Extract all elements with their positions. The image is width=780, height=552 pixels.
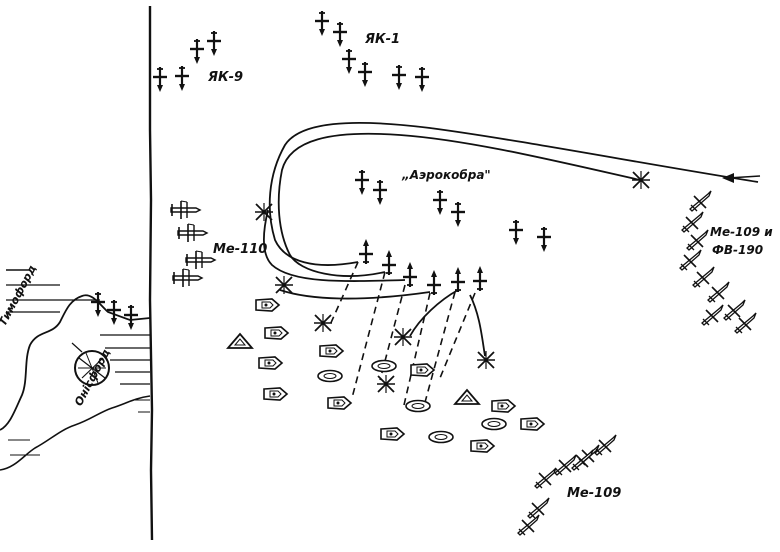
attacking-fighters — [357, 237, 489, 297]
me110-group — [170, 200, 216, 288]
label-me109: Ме-109 — [567, 486, 622, 501]
label-yak1: ЯК-1 — [365, 32, 401, 47]
attack-dives — [329, 261, 476, 407]
coast-cover-group — [89, 290, 140, 332]
flight-paths — [263, 121, 759, 357]
aerocobra-group — [353, 168, 553, 254]
yak1-group — [313, 9, 431, 94]
me109-fv190-group — [679, 173, 761, 334]
shoreline — [148, 6, 154, 541]
label-yak9: ЯК-9 — [208, 70, 244, 85]
label-aerocobra: „Аэрокобра" — [402, 168, 491, 182]
coast-landmass — [0, 269, 151, 471]
me109-group — [517, 434, 617, 536]
label-me109-fv190-line2: ФВ-190 — [712, 243, 764, 257]
label-me109-fv190-line1: Ме-109 и — [710, 225, 773, 239]
label-me110: Ме-110 — [213, 242, 268, 257]
